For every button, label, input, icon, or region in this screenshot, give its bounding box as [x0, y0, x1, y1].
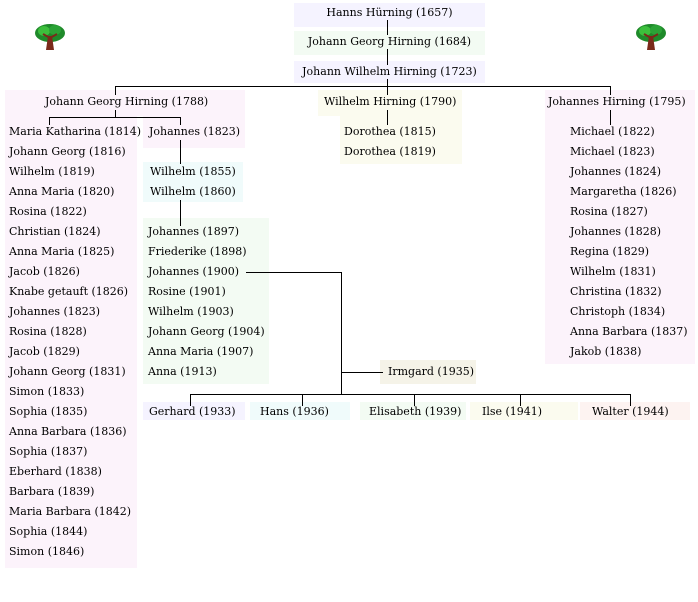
list-item: Johann Georg (1816) — [9, 145, 126, 158]
list-item: Sophia (1835) — [9, 405, 88, 418]
list-item: Johannes (1900) — [148, 265, 240, 278]
list-item: Christina (1832) — [570, 285, 662, 298]
list-item: Michael (1822) — [570, 125, 655, 138]
list-item: Sophia (1844) — [9, 525, 88, 538]
list-item: Wilhelm (1819) — [9, 165, 95, 178]
person-walter: Walter (1944) — [592, 405, 669, 418]
person-gen4-left: Johann Georg Hirning (1788) — [45, 95, 209, 108]
list-item: Johannes (1897) — [148, 225, 240, 238]
person-spouse: Irmgard (1935) — [388, 365, 475, 378]
list-item: Margaretha (1826) — [570, 185, 677, 198]
list-item: Wilhelm (1903) — [148, 305, 234, 318]
person-root: Hanns Hürning (1657) — [326, 6, 453, 19]
person-elisabeth: Elisabeth (1939) — [369, 405, 462, 418]
list-item: Maria Katharina (1814) — [9, 125, 141, 138]
list-item: Johann Georg (1831) — [9, 365, 126, 378]
list-item: Rosina (1822) — [9, 205, 87, 218]
list-item: Rosina (1827) — [570, 205, 648, 218]
list-item: Anna Barbara (1836) — [9, 425, 127, 438]
list-item: Friederike (1898) — [148, 245, 247, 258]
wilhelm-children-list: Johannes (1897) Friederike (1898) Johann… — [148, 222, 265, 382]
list-item: Jacob (1829) — [9, 345, 80, 358]
list-item: Anna (1913) — [148, 365, 217, 378]
johannes-children-list: Wilhelm (1855) Wilhelm (1860) — [150, 162, 236, 202]
list-item: Jacob (1826) — [9, 265, 80, 278]
list-item: Sophia (1837) — [9, 445, 88, 458]
list-item: Wilhelm (1860) — [150, 185, 236, 198]
list-item: Anna Maria (1825) — [9, 245, 115, 258]
middle-children-list: Dorothea (1815) Dorothea (1819) — [344, 122, 436, 162]
person-gen2: Johann Georg Hirning (1684) — [307, 35, 472, 48]
person-gen3: Johann Wilhelm Hirning (1723) — [302, 65, 477, 78]
person-gen4-right: Johannes Hirning (1795) — [548, 95, 686, 108]
left-children-list: Maria Katharina (1814) Johann Georg (181… — [9, 122, 141, 562]
list-item: Simon (1833) — [9, 385, 85, 398]
list-item: Wilhelm (1855) — [150, 165, 236, 178]
list-item: Anna Maria (1820) — [9, 185, 115, 198]
list-item: Wilhelm (1831) — [570, 265, 656, 278]
person-ilse: Ilse (1941) — [482, 405, 543, 418]
list-item: Michael (1823) — [570, 145, 655, 158]
list-item: Johann Georg (1904) — [148, 325, 265, 338]
list-item: Knabe getauft (1826) — [9, 285, 129, 298]
list-item: Jakob (1838) — [570, 345, 642, 358]
list-item: Christoph (1834) — [570, 305, 666, 318]
list-item: Johannes (1828) — [570, 225, 662, 238]
list-item: Regina (1829) — [570, 245, 650, 258]
list-item: Christian (1824) — [9, 225, 101, 238]
list-item: Johannes (1824) — [570, 165, 662, 178]
person-johannes-1823: Johannes (1823) — [149, 125, 241, 138]
person-gerhard: Gerhard (1933) — [149, 405, 236, 418]
list-item: Johannes (1823) — [9, 305, 101, 318]
list-item: Maria Barbara (1842) — [9, 505, 132, 518]
right-children-list: Michael (1822) Michael (1823) Johannes (… — [570, 122, 688, 362]
person-gen4-middle: Wilhelm Hirning (1790) — [324, 95, 457, 108]
tree-icon — [636, 24, 666, 50]
list-item: Anna Barbara (1837) — [570, 325, 688, 338]
list-item: Dorothea (1819) — [344, 145, 436, 158]
list-item: Barbara (1839) — [9, 485, 95, 498]
list-item: Anna Maria (1907) — [148, 345, 254, 358]
list-item: Rosina (1828) — [9, 325, 87, 338]
person-hans: Hans (1936) — [260, 405, 329, 418]
tree-icon — [35, 24, 65, 50]
list-item: Simon (1846) — [9, 545, 85, 558]
list-item: Dorothea (1815) — [344, 125, 436, 138]
list-item: Rosine (1901) — [148, 285, 226, 298]
list-item: Eberhard (1838) — [9, 465, 102, 478]
